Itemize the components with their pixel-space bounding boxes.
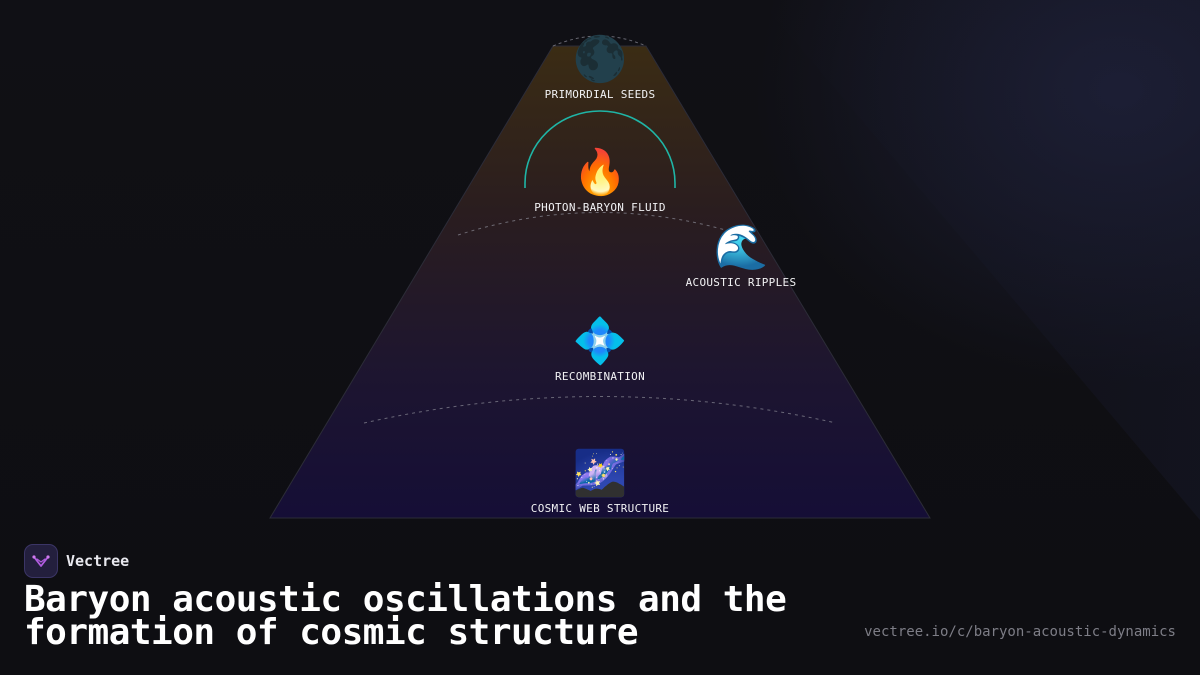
top-dashed-arc: [552, 35, 647, 47]
stage-recombination: 💠 RECOMBINATION: [490, 316, 710, 383]
stage-acoustic-ripples: 🌊 ACOUSTIC RIPPLES: [631, 222, 851, 289]
stage-cosmic-web-structure: 🌌 COSMIC WEB STRUCTURE: [490, 448, 710, 515]
lower-dashed-arc: [363, 396, 837, 424]
stage-photon-baryon-fluid: 🔥 PHOTON-BARYON FLUID: [490, 147, 710, 214]
stage-primordial-seeds: 🌑 PRIMORDIAL SEEDS: [490, 34, 710, 101]
dark-moon-icon: 🌑: [572, 34, 628, 85]
vectree-logo-icon: [24, 544, 58, 578]
stage-label: PHOTON-BARYON FLUID: [534, 201, 666, 214]
milky-way-icon: 🌌: [572, 448, 628, 499]
fire-icon: 🔥: [572, 147, 628, 198]
wave-icon: 🌊: [713, 222, 769, 273]
stage-label: COSMIC WEB STRUCTURE: [530, 502, 670, 515]
brand: Vectree: [24, 544, 129, 578]
brand-name: Vectree: [66, 552, 130, 570]
source-url[interactable]: vectree.io/c/baryon-acoustic-dynamics: [864, 624, 1176, 640]
page-title: Baryon acoustic oscillations and the for…: [24, 579, 787, 653]
stage-label: ACOUSTIC RIPPLES: [685, 276, 797, 289]
funnel-shape: [269, 45, 931, 519]
stage-label: PRIMORDIAL SEEDS: [544, 88, 656, 101]
fluid-accent-arc: [524, 110, 676, 188]
diamond-icon: 💠: [572, 316, 628, 367]
background-beam: [760, 0, 1200, 520]
stage-label: RECOMBINATION: [555, 370, 645, 383]
